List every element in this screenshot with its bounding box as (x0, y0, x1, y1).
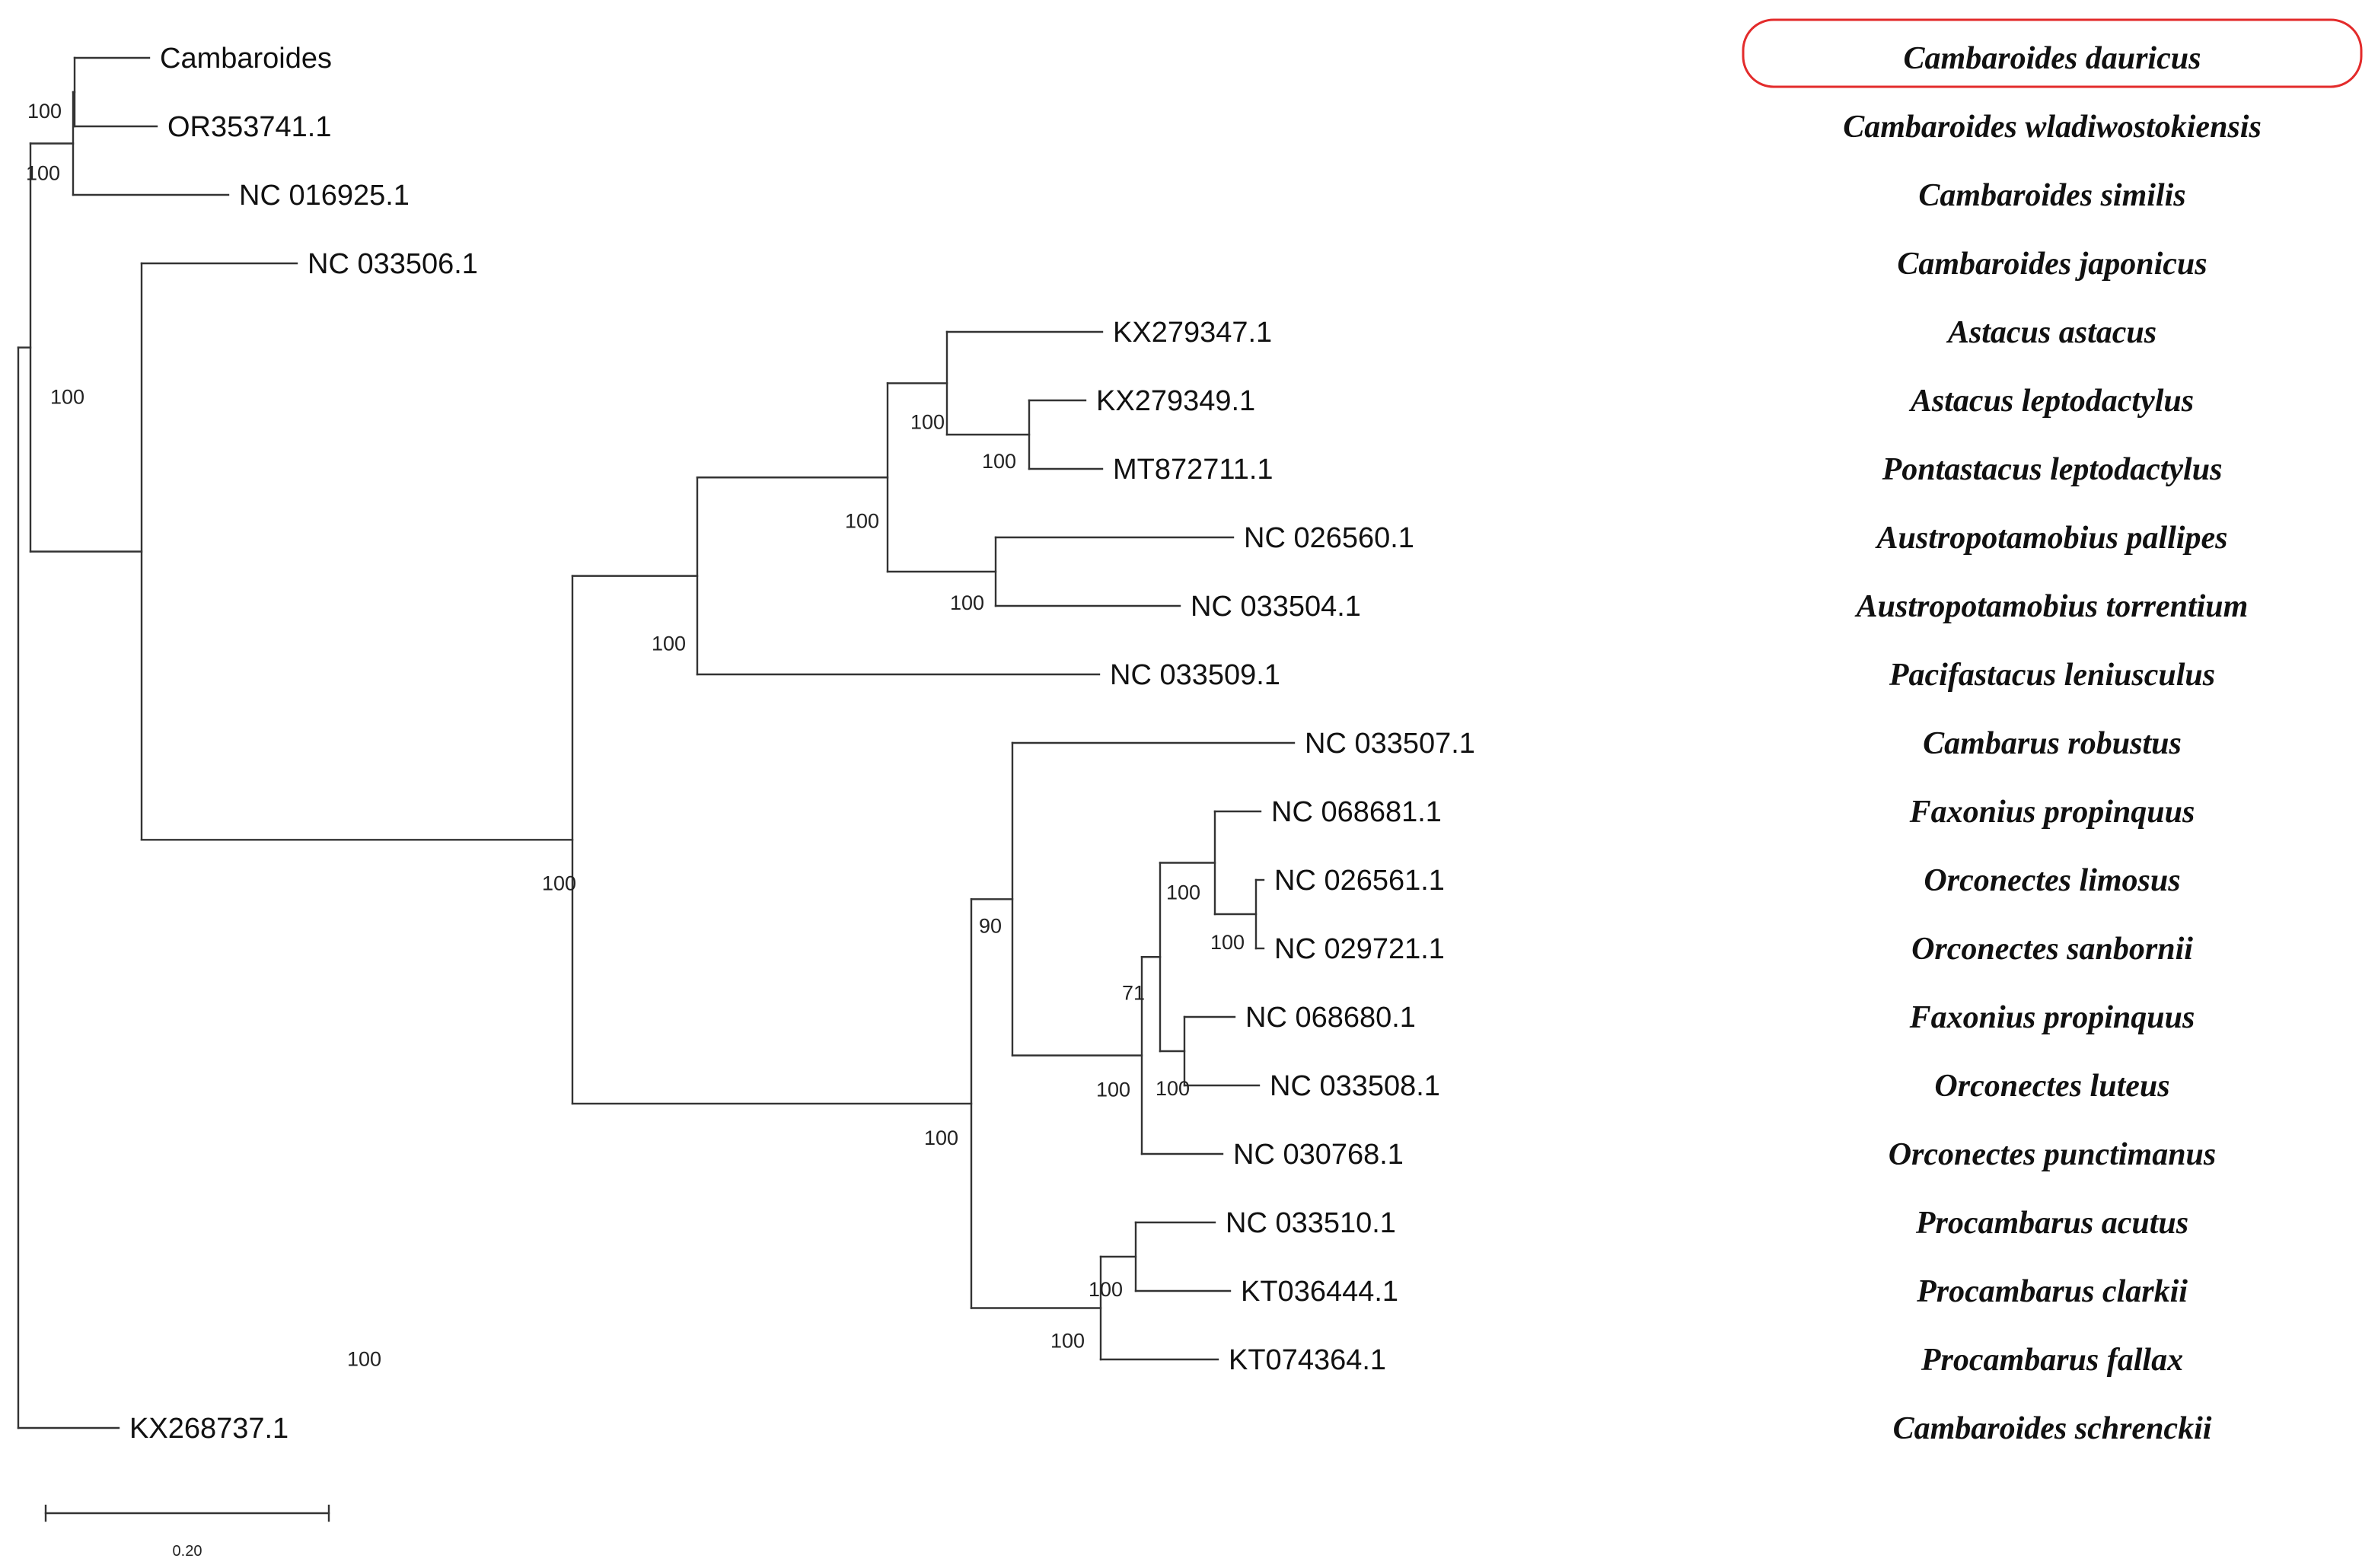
support-value-nE: 100 (542, 872, 576, 894)
support-value-nL: 90 (979, 914, 1002, 937)
species-name: Procambarus acutus (1915, 1206, 2188, 1241)
species-name: Procambarus fallax (1921, 1343, 2183, 1378)
support-value-nA: 100 (27, 100, 62, 123)
leaf-label: NC 033504.1 (1191, 591, 1361, 623)
species-name: Procambarus clarkii (1916, 1274, 2188, 1309)
leaf-label: NC 033510.1 (1226, 1207, 1396, 1239)
species-name: Faxonius propinquus (1909, 1000, 2195, 1035)
leaf-label: NC 033509.1 (1110, 659, 1280, 691)
species-name: Pontastacus leptodactylus (1882, 452, 2223, 487)
leaf-label: NC 033506.1 (308, 248, 478, 280)
tree-branches (17, 56, 1296, 1429)
leaf-label: NC 030768.1 (1233, 1139, 1404, 1171)
highlight-box (1742, 18, 2363, 88)
scale-bar-label: 0.20 (173, 1543, 202, 1560)
species-name: Cambaroides schrenckii (1893, 1411, 2212, 1446)
scale-bar: 0.20 (44, 1504, 330, 1560)
leaf-label: OR353741.1 (167, 111, 332, 143)
leaf-label: KT036444.1 (1241, 1276, 1398, 1308)
species-name: Orconectes sanbornii (1911, 932, 2193, 967)
leaf-label: KT074364.1 (1229, 1344, 1386, 1376)
species-name: Austropotamobius torrentium (1854, 589, 2249, 624)
species-name: Cambaroides similis (1918, 178, 2185, 213)
leaf-label: KX279347.1 (1113, 317, 1272, 349)
leaf-label: NC 026561.1 (1274, 865, 1445, 897)
species-name: Cambaroides wladiwostokiensis (1843, 110, 2262, 145)
support-value-nQ: 100 (1156, 1077, 1190, 1100)
support-value-nK: 100 (924, 1127, 958, 1149)
leaf-label: Cambaroides (160, 43, 332, 75)
leaf-label: KX268737.1 (129, 1413, 288, 1445)
leaf-label: KX279349.1 (1096, 385, 1255, 417)
leaf-label: NC 026560.1 (1244, 522, 1414, 554)
support-value-nS: 100 (1089, 1278, 1123, 1301)
species-name: Orconectes punctimanus (1889, 1137, 2217, 1172)
leaf-label: NC 068680.1 (1245, 1002, 1416, 1034)
support-value-nJ: 100 (950, 591, 984, 614)
species-name: Cambarus robustus (1923, 726, 2182, 761)
species-name: Faxonius propinquus (1909, 795, 2195, 830)
leaf-label: NC 029721.1 (1274, 933, 1445, 965)
support-value-nF: 100 (652, 633, 686, 655)
support-value-nD: 100 (347, 1348, 381, 1371)
species-name: Orconectes limosus (1924, 863, 2180, 898)
species-name: Cambaroides japonicus (1897, 247, 2207, 282)
support-value-nR: 100 (1050, 1330, 1085, 1353)
support-value-nM: 100 (1096, 1079, 1130, 1101)
species-name: Orconectes luteus (1934, 1069, 2169, 1104)
leaf-label: NC 016925.1 (239, 180, 410, 212)
support-values: 100 100 100 100 100 100 100 100 100 100 100 90 100 71… (26, 100, 1245, 1371)
species-name: Astacus astacus (1946, 315, 2156, 350)
leaf-label: MT872711.1 (1113, 454, 1273, 486)
leaf-label: NC 033508.1 (1270, 1070, 1440, 1102)
support-value-nI: 100 (982, 450, 1016, 473)
species-name: Cambaroides dauricus (1904, 41, 2201, 76)
leaf-label: NC 033507.1 (1305, 728, 1475, 760)
support-value-nN: 71 (1122, 981, 1145, 1004)
support-value-nP: 100 (1210, 931, 1245, 954)
support-value-nB: 100 (26, 162, 60, 185)
support-value-nO: 100 (1166, 881, 1200, 904)
support-value-nG: 100 (845, 509, 879, 532)
species-name: Astacus leptodactylus (1908, 384, 2194, 419)
support-value-nC: 100 (50, 386, 84, 409)
species-name: Pacifastacus leniusculus (1889, 658, 2215, 693)
leaf-label: NC 068681.1 (1271, 796, 1442, 828)
support-value-nH: 100 (910, 411, 945, 434)
species-name: Austropotamobius pallipes (1875, 521, 2228, 556)
